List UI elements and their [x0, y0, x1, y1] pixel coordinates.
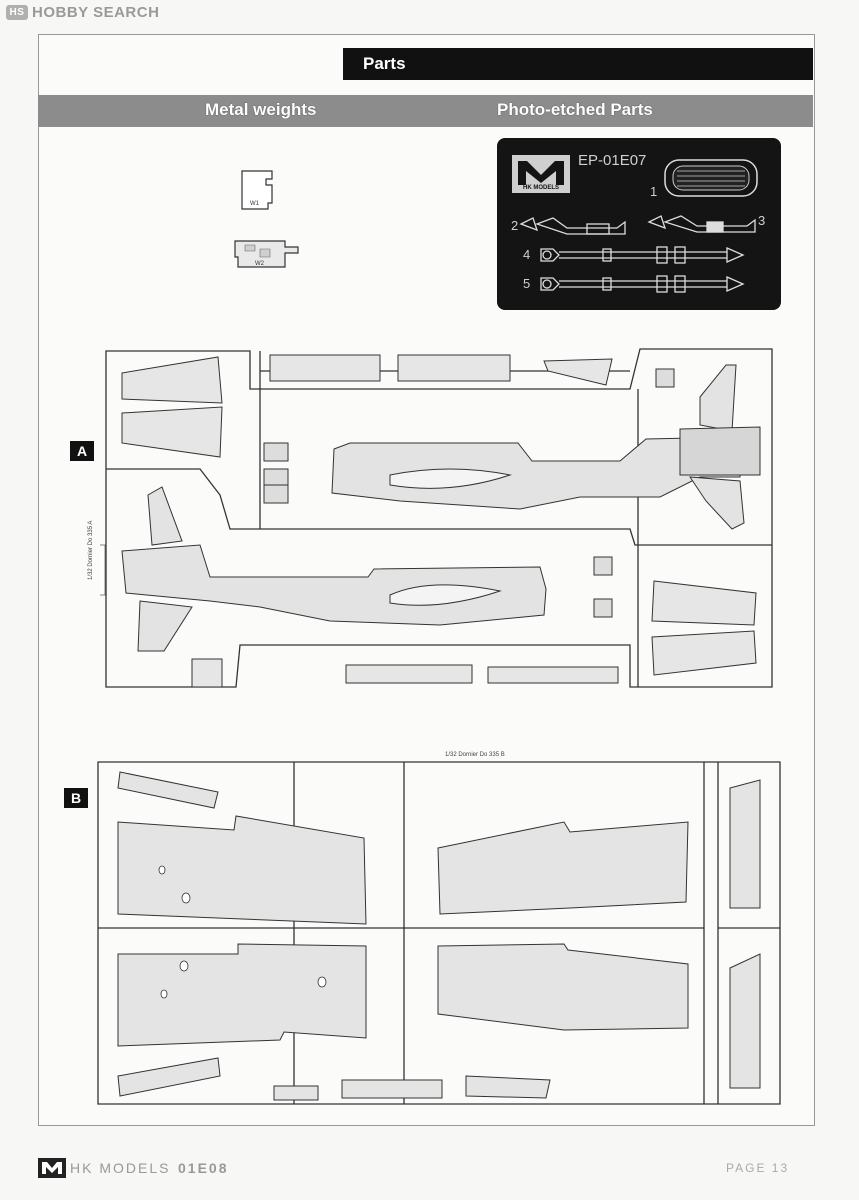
sprue-b-tag: 1/32 Dornier Do 335 B — [445, 752, 505, 758]
pe-part-5-strap — [540, 275, 745, 293]
pe-part-number-3: 3 — [758, 213, 766, 228]
pe-part-1-grille — [664, 159, 758, 197]
pe-brand-label: HK MODELS — [523, 185, 559, 191]
pe-parts-drawing — [519, 159, 758, 293]
hobbysearch-watermark: HS HOBBY SEARCH — [6, 4, 159, 21]
pe-part-number-5: 5 — [523, 276, 531, 291]
photo-etched-heading: Photo-etched Parts — [497, 100, 653, 119]
pe-fret-code: EP-01E07 — [578, 152, 647, 169]
sprue-b-diagram — [97, 761, 781, 1105]
footer-brand: HK MODELS — [70, 1160, 171, 1176]
hobbysearch-logo-icon: HS — [6, 5, 28, 20]
pe-part-number-4: 4 — [523, 247, 531, 262]
sprue-b-label: B — [64, 788, 88, 808]
footer-hk-logo — [38, 1158, 66, 1178]
weight-w1 — [241, 170, 273, 210]
page-title: Parts — [363, 54, 406, 73]
pe-part-3-belt — [647, 215, 756, 233]
metal-weights-heading: Metal weights — [205, 100, 317, 119]
weight-w2-label: W2 — [255, 261, 265, 267]
pe-part-4-strap — [540, 246, 745, 264]
parts-title-bar: Parts — [343, 48, 813, 80]
sprue-a-label: A — [70, 441, 94, 461]
pe-part-number-2: 2 — [511, 218, 519, 233]
metal-weights-diagram: W1 W2 — [234, 170, 299, 268]
footer-code: 01E08 — [178, 1160, 229, 1176]
section-header-bar — [38, 95, 813, 127]
watermark-text: HOBBY SEARCH — [32, 4, 160, 21]
sprue-a-diagram — [100, 348, 773, 688]
footer-page-number: PAGE 13 — [726, 1161, 790, 1175]
hk-models-logo — [512, 155, 570, 193]
pe-part-2-belt — [519, 217, 626, 235]
weight-w2 — [234, 240, 299, 268]
pe-part-number-1: 1 — [650, 184, 658, 199]
sprue-a-tag: 1/32 Dornier Do 335 A — [88, 520, 94, 580]
weight-w1-label: W1 — [250, 201, 260, 207]
